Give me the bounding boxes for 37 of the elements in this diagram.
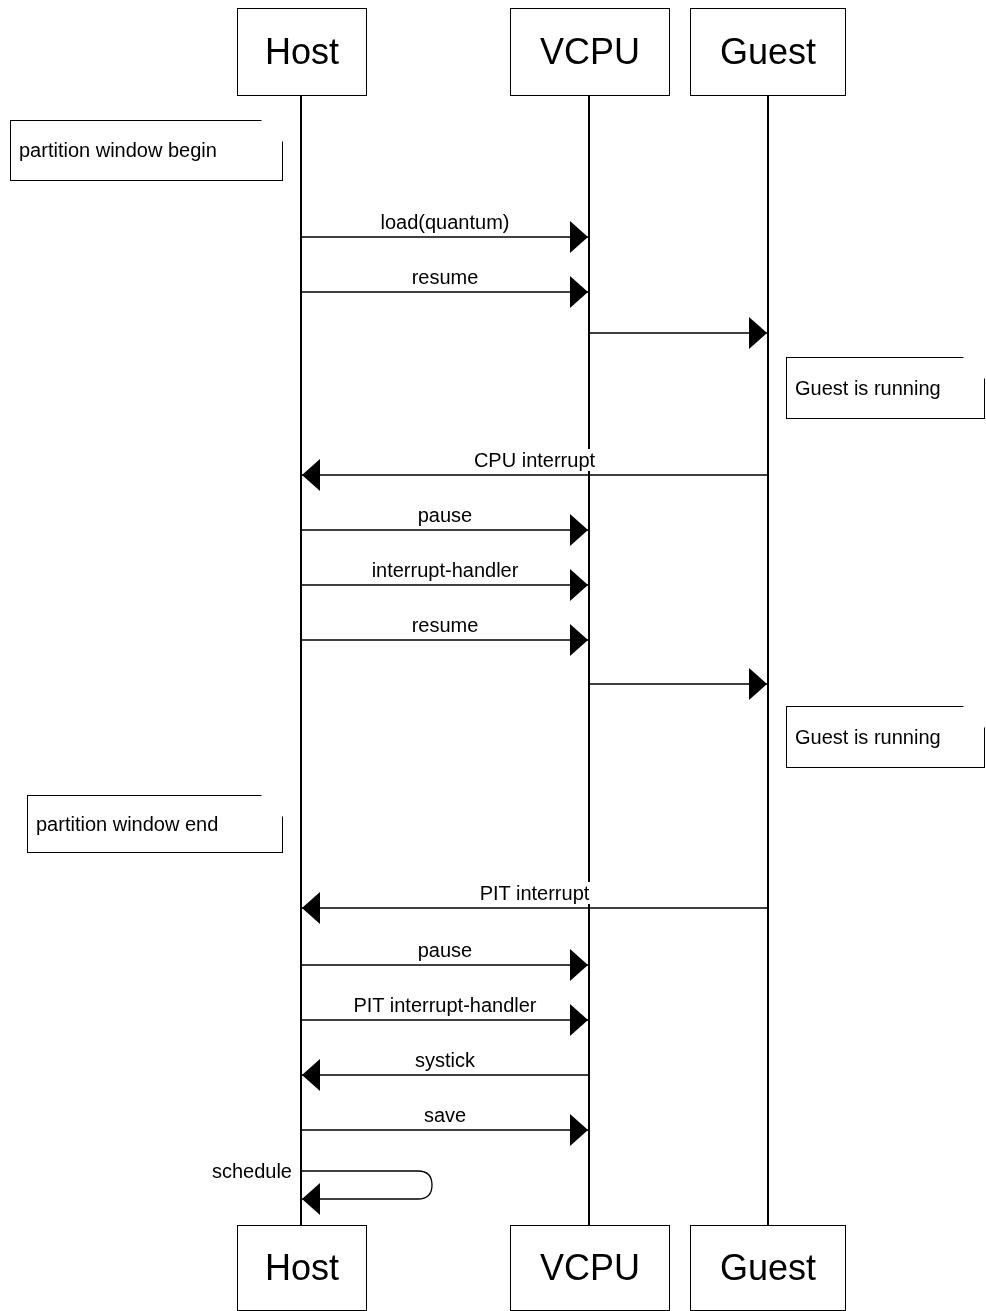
- message-arrow: [301, 221, 589, 253]
- lifeline: [767, 96, 769, 1225]
- lifeline: [588, 96, 590, 1225]
- message-arrow: [589, 668, 768, 700]
- participant-box: VCPU: [510, 1225, 670, 1311]
- note-text: Guest is running: [795, 376, 941, 400]
- edge-label: PIT interrupt-handler: [352, 994, 538, 1016]
- edge-label: interrupt-handler: [370, 559, 520, 581]
- edge-label: PIT interrupt: [478, 882, 591, 904]
- message-arrow: [301, 514, 589, 546]
- participant-box: Guest: [690, 8, 846, 96]
- message-arrow: [301, 624, 589, 656]
- note-text: Guest is running: [795, 725, 941, 749]
- message-arrow: [301, 276, 589, 308]
- lifeline: [300, 96, 302, 1225]
- note-box: [10, 120, 283, 181]
- message-arrow: [301, 892, 768, 924]
- note-box: [27, 795, 283, 853]
- note-text: partition window end: [36, 812, 219, 836]
- message-arrow: [589, 317, 768, 349]
- message-arrow: [301, 949, 589, 981]
- self-message-arrow: [301, 1170, 433, 1215]
- message-arrow: [301, 1004, 589, 1036]
- participant-box: VCPU: [510, 8, 670, 96]
- edge-label: systick: [414, 1049, 476, 1071]
- edge-label: load(quantum): [379, 211, 511, 233]
- message-arrow: [301, 1059, 589, 1091]
- message-arrow: [301, 569, 589, 601]
- note-text: partition window begin: [19, 139, 217, 162]
- message-arrow: [301, 459, 768, 491]
- participant-box: Host: [237, 1225, 367, 1311]
- edge-label: CPU interrupt: [472, 449, 597, 471]
- participant-box: Host: [237, 8, 367, 96]
- note-box: [786, 706, 985, 768]
- message-arrow: [301, 1114, 589, 1146]
- participant-box: Guest: [690, 1225, 846, 1311]
- note-box: [786, 357, 985, 419]
